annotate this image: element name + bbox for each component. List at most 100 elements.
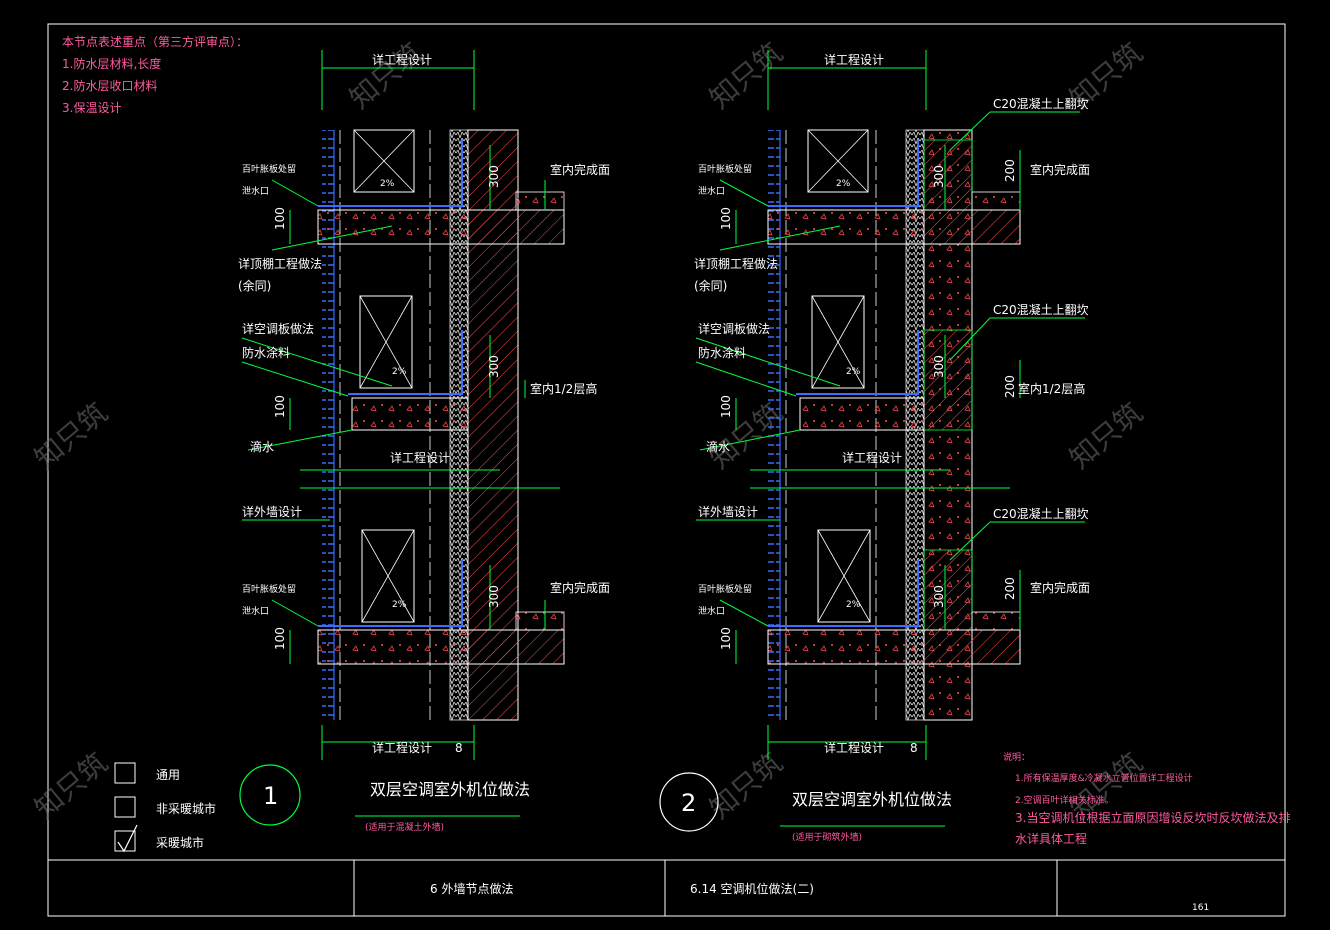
- indoor-finish-label: 室内完成面: [550, 162, 610, 177]
- ceiling-same-label: (余同): [238, 278, 271, 293]
- louver-label: 百叶胀板处留: [242, 583, 296, 595]
- indoor-finish-label: 室内完成面: [550, 580, 610, 595]
- review-note-item: 3.保温设计: [62, 101, 121, 115]
- detail-title: 双层空调室外机位做法: [792, 790, 952, 809]
- waterproof-label: 防水涂料: [242, 345, 290, 360]
- legend-label: 采暖城市: [156, 835, 204, 850]
- ac-board-label: 详空调板做法: [698, 321, 770, 336]
- floor-slab: [923, 629, 1021, 665]
- dimension-label: 200: [1003, 159, 1017, 182]
- watermark: 知只筑: [28, 746, 114, 825]
- drain-label: 泄水口: [242, 185, 269, 197]
- ac-unit: [807, 129, 869, 193]
- legend-label: 非采暖城市: [156, 801, 216, 816]
- waterproof-label: 防水涂料: [698, 345, 746, 360]
- review-note-item: 1.防水层材料,长度: [62, 56, 161, 71]
- dimension-label: 300: [487, 165, 501, 188]
- drain-label: 泄水口: [698, 605, 725, 617]
- explanation-heading: 说明：: [1003, 751, 1030, 763]
- ac-slab: [767, 209, 925, 245]
- detail-2-section: 2% 2% 2%: [694, 50, 1090, 760]
- slope-label: 2%: [836, 179, 851, 189]
- title-block: 6 外墙节点做法 6.14 空调机位做法(二) 161: [430, 881, 1209, 913]
- detail-number: 1: [263, 782, 278, 810]
- dimension-label: 8: [455, 741, 463, 755]
- floor-slab: [467, 209, 565, 245]
- explanation-item: 3.当空调机位根据立面原因增设反坎时反坎做法及排: [1015, 810, 1290, 825]
- watermark: 知只筑: [703, 36, 789, 115]
- explanation-notes: 说明： 1.所有保温厚度&冷凝水立管位置详工程设计 2.空调百叶详相关标准。 3…: [1003, 751, 1290, 846]
- drain-label: 泄水口: [698, 185, 725, 197]
- ac-slab: [351, 397, 469, 431]
- dimension-label: 300: [487, 585, 501, 608]
- review-note-item: 2.防水层收口材料: [62, 78, 157, 93]
- dimension-label: 100: [719, 395, 733, 418]
- slope-label: 2%: [392, 600, 407, 610]
- ac-slab: [317, 209, 469, 245]
- ceiling-label: 详顶棚工程做法: [694, 256, 778, 271]
- legend-checkbox: [114, 796, 136, 818]
- detail-number-circle: [659, 772, 719, 832]
- louver-label: 百叶胀板处留: [698, 163, 752, 175]
- indoor-half-label: 室内1/2层高: [1018, 381, 1085, 396]
- watermark: 知只筑: [28, 396, 114, 475]
- indoor-finish-label: 室内完成面: [1030, 580, 1090, 595]
- drawing-frame: [47, 23, 1286, 917]
- ac-slab: [799, 397, 925, 431]
- drip-label: 滴水: [706, 439, 730, 454]
- section-title: 6.14 空调机位做法(二): [690, 881, 814, 896]
- c20-label: C20混凝土上翻坎: [993, 302, 1089, 317]
- legend-label: 通用: [156, 768, 180, 782]
- review-notes: 本节点表述重点（第三方评审点）： 1.防水层材料,长度 2.防水层收口材料 3.…: [62, 34, 248, 115]
- ac-slab: [317, 629, 469, 665]
- louver-label: 百叶胀板处留: [242, 163, 296, 175]
- legend: 通用 非采暖城市 采暖城市: [114, 762, 216, 853]
- explanation-item: 1.所有保温厚度&冷凝水立管位置详工程设计: [1015, 772, 1193, 784]
- floor-slab: [467, 629, 565, 665]
- detail-1-section: 2% 2% 2%: [238, 50, 610, 760]
- ceiling-same-label: (余同): [694, 278, 727, 293]
- legend-checkbox-checked: [114, 830, 136, 852]
- detail-number: 2: [681, 789, 696, 817]
- watermark: 知只筑: [343, 36, 429, 115]
- watermark-group: 知只筑 知只筑 知只筑 知只筑 知只筑 知只筑 知只筑 知只筑 知只筑: [28, 36, 1149, 825]
- louver-label: 百叶胀板处留: [698, 583, 752, 595]
- dimension-label: 详工程设计: [824, 740, 884, 755]
- explanation-item: 2.空调百叶详相关标准。: [1015, 794, 1114, 806]
- ac-unit: [359, 295, 413, 389]
- ac-unit: [817, 529, 871, 623]
- ac-unit: [811, 295, 865, 389]
- c20-curb: [923, 139, 973, 211]
- ac-slab: [767, 629, 925, 665]
- dimension-label: 300: [932, 585, 946, 608]
- c20-curb: [923, 329, 973, 431]
- slope-label: 2%: [392, 367, 407, 377]
- detail-1-title: 1 双层空调室外机位做法 (适用于混凝土外墙): [239, 764, 530, 833]
- dimension-label: 100: [273, 627, 287, 650]
- drip-label: 滴水: [250, 439, 274, 454]
- dimension-label: 详工程设计: [842, 450, 902, 465]
- outer-wall-label: 详外墙设计: [242, 504, 302, 519]
- detail-title: 双层空调室外机位做法: [370, 780, 530, 799]
- outer-wall-label: 详外墙设计: [698, 504, 758, 519]
- slope-label: 2%: [846, 367, 861, 377]
- detail-number-circle: [239, 764, 301, 826]
- exterior-brick-line: [768, 130, 780, 720]
- indoor-half-label: 室内1/2层高: [530, 381, 597, 396]
- dimension-label: 详工程设计: [372, 52, 432, 67]
- indoor-finish-label: 室内完成面: [1030, 162, 1090, 177]
- drain-label: 泄水口: [242, 605, 269, 617]
- dimension-label: 8: [910, 741, 918, 755]
- dimension-label: 100: [719, 207, 733, 230]
- dimension-label: 详工程设计: [390, 450, 450, 465]
- legend-checkbox: [114, 762, 136, 784]
- review-notes-title: 本节点表述重点（第三方评审点）：: [62, 34, 248, 49]
- floor-slab: [923, 209, 1021, 245]
- ac-board-label: 详空调板做法: [242, 321, 314, 336]
- dimension-label: 300: [932, 355, 946, 378]
- dimension-label: 详工程设计: [824, 52, 884, 67]
- detail-subtitle: (适用于混凝土外墙): [365, 821, 444, 833]
- chapter-title: 6 外墙节点做法: [430, 881, 513, 896]
- exterior-brick-line: [322, 130, 334, 720]
